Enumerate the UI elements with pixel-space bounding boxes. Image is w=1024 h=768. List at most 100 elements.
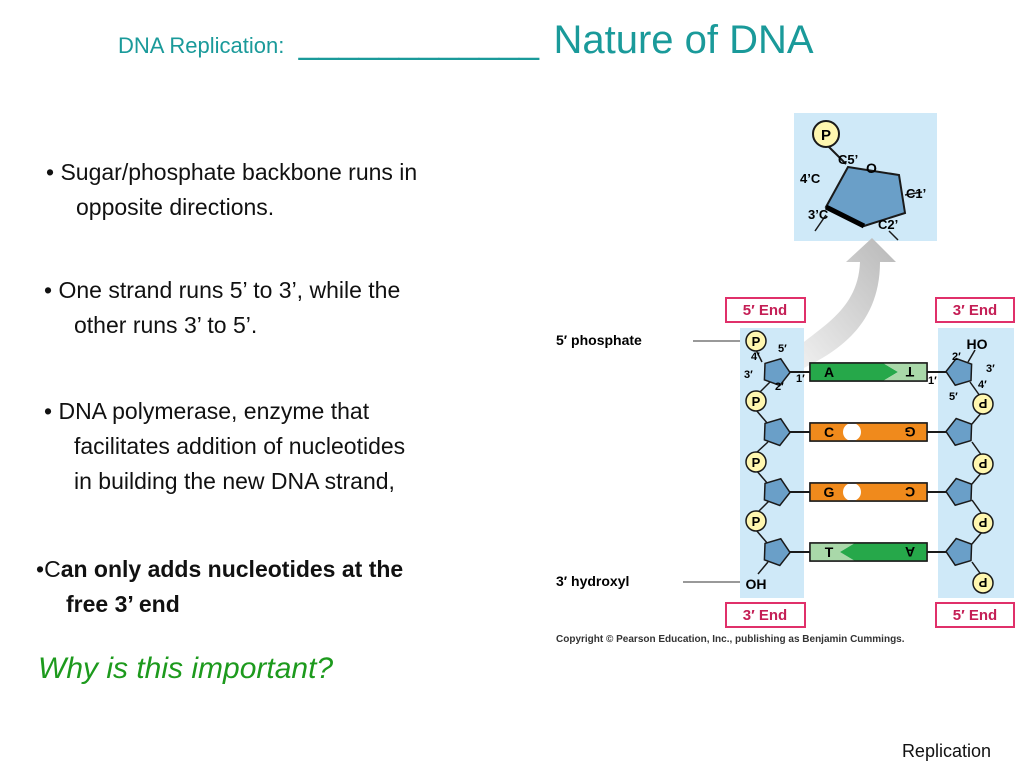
c2-label: C2’ xyxy=(878,217,898,232)
inset-phosphate-label: P xyxy=(821,127,831,144)
right-sugar-pentagon xyxy=(945,357,973,387)
left-sugar-group xyxy=(763,357,791,567)
left-carbon-3-label: 3′ xyxy=(744,369,753,381)
right-sugar-group xyxy=(945,357,973,567)
right-top-end-box xyxy=(935,297,1015,323)
left-top-end-box xyxy=(725,297,806,323)
bullet-marker: • xyxy=(36,556,45,582)
right-top-end-label: 3′ End xyxy=(953,302,997,319)
right-sugar-pentagon xyxy=(945,537,973,567)
left-carbon-4-label: 4′ xyxy=(751,351,760,363)
left-sugar-pentagon xyxy=(763,537,791,567)
bullet-strand-direction: • One strand runs 5’ to 3’, while the ot… xyxy=(44,273,400,343)
oxygen-label: O xyxy=(866,160,877,176)
right-phosphate-circle xyxy=(972,512,994,534)
left-sugar-pentagon xyxy=(763,357,791,387)
right-sugar-pentagon xyxy=(945,417,973,447)
inset-phosphate-circle xyxy=(812,120,840,148)
right-bottom-end-label: 5′ End xyxy=(953,607,997,624)
bullet-text-line: DNA polymerase, enzyme that xyxy=(58,398,370,424)
left-top-end-label: 5′ End xyxy=(743,302,787,319)
right-phosphate-circle xyxy=(972,393,994,415)
right-carbon-2-label: 2′ xyxy=(952,351,961,363)
phosphate-bond xyxy=(827,145,847,165)
right-phosphate-group: P P P P xyxy=(972,393,994,594)
left-base-shape xyxy=(810,543,855,561)
right-backbone-links xyxy=(967,349,983,577)
right-phosphate-label: P xyxy=(978,456,987,471)
right-phosphate-circle xyxy=(972,453,994,475)
left-base-shape xyxy=(810,363,898,381)
right-base-letter: T xyxy=(905,364,914,380)
right-carbon-1-label: 1′ xyxy=(928,375,937,387)
right-hydroxyl-label: HO xyxy=(967,336,988,352)
right-sugar-pentagon xyxy=(945,477,973,507)
left-sugar-pentagon xyxy=(763,477,791,507)
left-phosphate-circle xyxy=(745,390,767,412)
left-base-letter: C xyxy=(824,424,834,440)
right-carbon-5-label: 5′ xyxy=(949,391,958,403)
right-base-stem xyxy=(927,491,947,493)
bullet-text-line: opposite directions. xyxy=(76,194,275,220)
left-base-shape xyxy=(810,483,852,501)
base-pair-outline xyxy=(809,422,928,442)
zoom-arrow-icon xyxy=(786,238,896,370)
slide-title: DNA Replication: ____________ Nature of … xyxy=(118,18,814,63)
bullet-marker: • xyxy=(44,398,53,424)
sugar-bold-edge xyxy=(824,204,866,229)
bullet-text-line: an only adds nucleotides at the xyxy=(60,556,404,582)
right-base-letter: A xyxy=(905,544,915,560)
deoxyribose-pentagon xyxy=(824,165,907,228)
bullet-three-prime-end: •Can only adds nucleotides at the free 3… xyxy=(36,552,403,622)
left-phosphate-label: P xyxy=(752,455,761,470)
right-phosphate-label: P xyxy=(978,515,987,530)
title-main: Nature of DNA xyxy=(553,18,814,62)
right-base-shape xyxy=(840,543,927,561)
left-sugar-pentagon xyxy=(763,417,791,447)
left-carbon-5-label: 5′ xyxy=(778,343,787,355)
question-text: Why is this important? xyxy=(38,652,334,685)
c4-label: 4’C xyxy=(800,171,821,186)
bullet-text-line: Sugar/phosphate backbone runs in xyxy=(60,159,418,185)
copyright-line: Copyright © Pearson Education, Inc., pub… xyxy=(556,634,905,645)
base-pair-outline xyxy=(809,482,928,502)
left-hydroxyl-label: OH xyxy=(746,576,767,592)
right-base-shape xyxy=(883,363,927,381)
right-phosphate-label: P xyxy=(978,575,987,590)
left-phosphate-circle xyxy=(745,330,767,352)
right-base-stem xyxy=(927,431,947,433)
left-phosphate-label: P xyxy=(752,514,761,529)
left-base-stem xyxy=(790,371,810,373)
c2-bond xyxy=(888,230,899,241)
base-pair-outline xyxy=(809,362,928,382)
left-backbone-links xyxy=(755,349,771,575)
hydroxyl-label: 3′ hydroxyl xyxy=(556,573,629,589)
left-carbon-2-label: 2′ xyxy=(775,381,784,393)
bullet-marker: • xyxy=(44,277,53,303)
c1-bond xyxy=(904,191,923,196)
right-base-stem xyxy=(927,371,947,373)
right-phosphate-circle xyxy=(972,572,994,594)
right-phosphate-label: P xyxy=(978,396,987,411)
c1-label: C1’ xyxy=(906,186,926,201)
c3-label: 3’C xyxy=(808,207,829,222)
bullet-polymerase: • DNA polymerase, enzyme that facilitate… xyxy=(44,394,405,499)
left-base-letter: G xyxy=(824,484,835,500)
left-phosphate-circle xyxy=(745,451,767,473)
right-carbon-3-label: 3′ xyxy=(986,363,995,375)
bullet-first-letter: C xyxy=(44,556,61,582)
bullet-text-line: other runs 3’ to 5’. xyxy=(74,312,258,338)
bullet-backbone: • Sugar/phosphate backbone runs in oppos… xyxy=(46,155,417,225)
left-bottom-end-label: 3′ End xyxy=(743,607,787,624)
title-prefix: DNA Replication: xyxy=(118,33,285,58)
right-base-stem xyxy=(927,551,947,553)
left-base-letter: A xyxy=(824,364,834,380)
left-base-letter: T xyxy=(825,544,834,560)
right-carbon-4-label: 4′ xyxy=(978,379,987,391)
phosphate-label: 5′ phosphate xyxy=(556,332,642,348)
left-phosphate-circle xyxy=(745,510,767,532)
left-base-shape xyxy=(810,423,852,441)
left-phosphate-label: P xyxy=(752,394,761,409)
